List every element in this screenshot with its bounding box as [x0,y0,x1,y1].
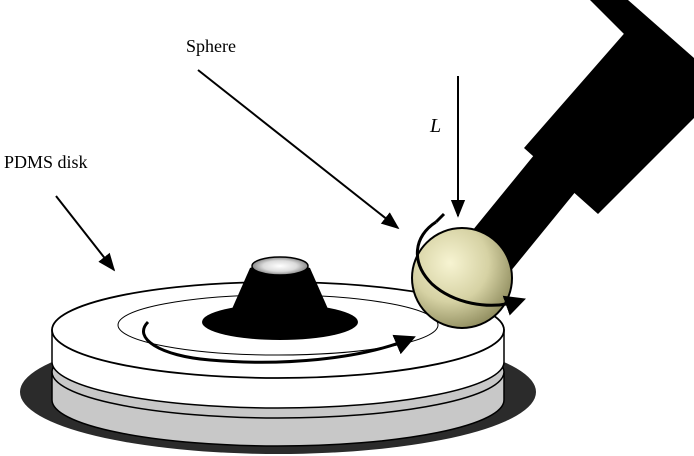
disk-pointer-arrow-icon [55,195,116,272]
sphere-rotation-tail [434,212,446,224]
sphere [411,227,513,329]
sphere-rotation-arrow-icon [416,220,526,316]
cone-top-hole [251,256,309,276]
cone [228,262,332,324]
sphere-label: Sphere [186,36,236,56]
rotation-arrow-icon [142,320,416,364]
holder-top [590,0,694,104]
disk-label: PDMS disk [4,152,88,172]
sphere-pointer-arrow-icon [197,69,400,230]
holder-body [524,20,694,214]
load-label: L [429,115,441,137]
